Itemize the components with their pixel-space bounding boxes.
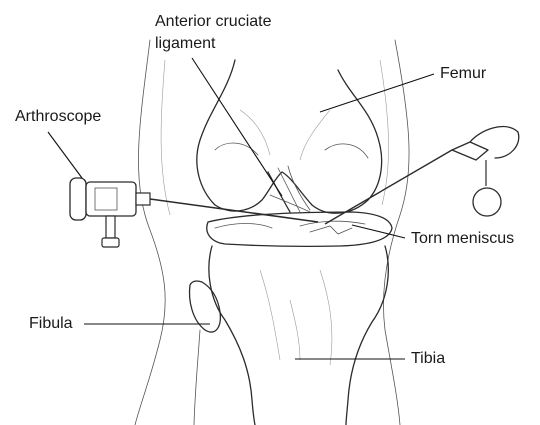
- tibial-plateau: [207, 212, 392, 246]
- torn-meniscus-shape: [215, 221, 365, 228]
- torn-meniscus-leader-line: [352, 225, 405, 238]
- tibia-label: Tibia: [411, 349, 445, 368]
- acl-label-line2: ligament: [155, 34, 215, 53]
- leg-outline-right: [383, 40, 409, 425]
- femur-leader-line: [320, 74, 434, 112]
- fibula-label: Fibula: [29, 314, 73, 333]
- acl-label-line1: Anterior cruciate: [155, 12, 272, 31]
- femur-label: Femur: [440, 64, 486, 83]
- arthroscope-label: Arthroscope: [15, 107, 101, 126]
- leg-outline-left: [135, 40, 165, 425]
- arthroscope-instrument: [70, 178, 318, 247]
- arthroscope-leader-line: [48, 132, 82, 178]
- torn-meniscus-label: Torn meniscus: [411, 229, 514, 248]
- tibia: [209, 246, 255, 425]
